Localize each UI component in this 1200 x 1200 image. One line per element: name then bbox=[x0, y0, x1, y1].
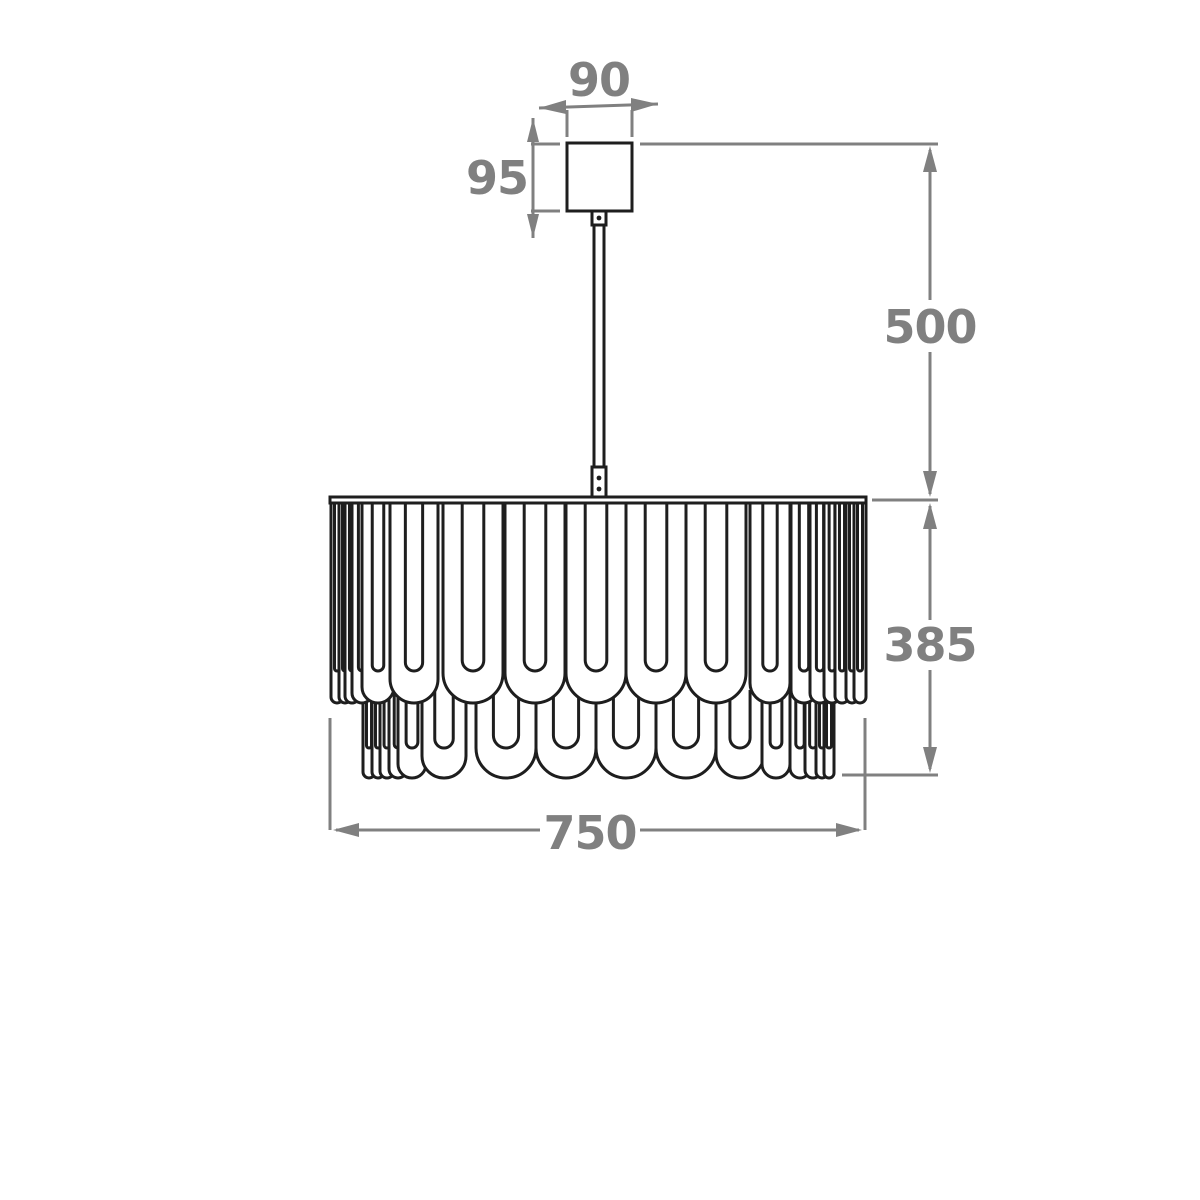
fringe-loop-inner bbox=[611, 690, 641, 750]
arrowhead bbox=[923, 747, 937, 773]
fringe-loop bbox=[594, 690, 658, 780]
arrowhead bbox=[836, 823, 862, 837]
canopy-height-label: 95 bbox=[466, 151, 528, 205]
fringe-loop bbox=[388, 502, 440, 705]
canopy-width-label: 90 bbox=[568, 53, 630, 107]
fringe-loop-inner bbox=[404, 690, 420, 750]
fringe-loop bbox=[624, 502, 688, 705]
fringe-loop-inner bbox=[768, 690, 784, 750]
ceiling-canopy bbox=[565, 141, 634, 213]
arrowhead bbox=[333, 823, 359, 837]
arrowhead bbox=[923, 503, 937, 529]
fringe-loop-inner bbox=[433, 690, 455, 750]
arrowhead bbox=[539, 100, 566, 114]
arrowhead bbox=[631, 98, 658, 112]
fringe-loop bbox=[564, 502, 628, 705]
fringe-loop-inner bbox=[728, 690, 752, 750]
fringe-loop-inner bbox=[856, 502, 864, 673]
fringe-loop-inner bbox=[403, 502, 425, 673]
fringe-loop-inner bbox=[583, 502, 609, 673]
fringe-loop bbox=[852, 502, 868, 705]
lamp bbox=[328, 141, 868, 780]
fringe-loop-inner bbox=[370, 502, 386, 673]
fringe-loop-inner bbox=[551, 690, 581, 750]
shade-top-ring bbox=[328, 495, 868, 505]
connector-screw bbox=[596, 475, 602, 481]
fringe-loop bbox=[654, 690, 718, 780]
dimension-arrowheads bbox=[333, 98, 937, 837]
fringe-loop bbox=[684, 502, 748, 705]
fringe-loop bbox=[420, 690, 468, 780]
shade-fringe-upper-tier bbox=[329, 502, 868, 705]
fringe-loop-inner bbox=[703, 502, 729, 673]
suspension-rod bbox=[592, 223, 606, 469]
shade-fringe-lower-tier bbox=[361, 690, 836, 780]
fringe-loop bbox=[441, 502, 505, 705]
fringe-loop-inner bbox=[491, 690, 521, 750]
drop-length-label: 500 bbox=[883, 300, 976, 354]
arrowhead bbox=[527, 118, 539, 142]
connector-screw bbox=[596, 215, 602, 221]
arrowhead bbox=[923, 146, 937, 172]
arrowhead bbox=[527, 214, 539, 238]
arrowhead bbox=[923, 471, 937, 497]
fringe-loop bbox=[503, 502, 567, 705]
shade-height-label: 385 bbox=[883, 618, 976, 672]
fringe-loop-inner bbox=[643, 502, 669, 673]
fringe-loop-inner bbox=[761, 502, 779, 673]
fringe-loop bbox=[474, 690, 538, 780]
fringe-loop-inner bbox=[671, 690, 701, 750]
shade-diameter-label: 750 bbox=[543, 806, 636, 860]
fringe-loop bbox=[748, 502, 792, 705]
fringe-loop-inner bbox=[460, 502, 486, 673]
connector-screw bbox=[596, 486, 602, 492]
fringe-loop bbox=[534, 690, 598, 780]
fringe-loop-inner bbox=[522, 502, 548, 673]
fringe-loop-inner bbox=[825, 690, 833, 750]
rod-bottom-connector bbox=[590, 465, 608, 500]
